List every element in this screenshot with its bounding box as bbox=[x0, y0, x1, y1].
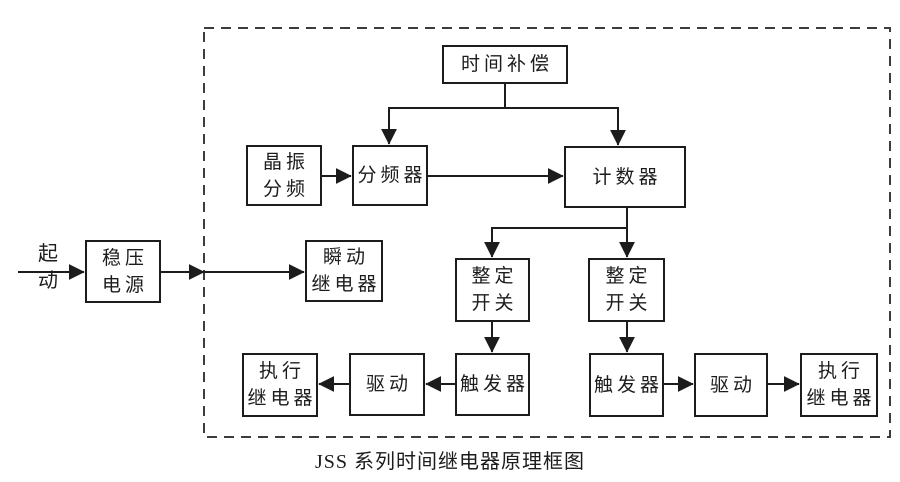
node-label: 继电器 bbox=[806, 388, 876, 409]
node-label: 整定 bbox=[605, 266, 652, 287]
node-setting-switch-left: 整定 开关 bbox=[455, 258, 530, 322]
start-input-label: 起 动 bbox=[24, 241, 72, 295]
node-label: 执行 bbox=[817, 361, 864, 382]
node-label: 驱动 bbox=[709, 374, 756, 396]
start-label-line: 动 bbox=[38, 270, 58, 292]
node-trigger-right: 触发器 bbox=[589, 353, 664, 417]
node-driver-right: 驱动 bbox=[694, 353, 768, 417]
node-frequency-divider: 分频器 bbox=[352, 145, 428, 206]
node-label: 开关 bbox=[605, 293, 652, 314]
node-label: 驱动 bbox=[365, 374, 412, 395]
node-label: 计数器 bbox=[592, 166, 662, 188]
node-label: 触发器 bbox=[460, 374, 530, 395]
node-driver-left: 驱动 bbox=[349, 353, 425, 416]
node-label: 晶振 bbox=[262, 151, 309, 173]
node-label: 开关 bbox=[471, 293, 518, 314]
node-executive-relay-left: 执行 继电器 bbox=[242, 353, 318, 417]
node-time-compensation: 时间补偿 bbox=[442, 45, 568, 84]
node-trigger-left: 触发器 bbox=[455, 353, 530, 416]
node-label: 整定 bbox=[471, 266, 518, 287]
start-label-line: 起 bbox=[38, 243, 58, 265]
node-label: 分频 bbox=[262, 178, 309, 200]
node-setting-switch-right: 整定 开关 bbox=[588, 258, 665, 322]
node-label: 继电器 bbox=[247, 388, 317, 409]
node-label: 触发器 bbox=[594, 374, 664, 396]
node-executive-relay-right: 执行 继电器 bbox=[800, 353, 878, 417]
node-counter: 计数器 bbox=[564, 146, 686, 208]
node-label: 稳压 bbox=[101, 247, 148, 269]
dashed-boundary bbox=[203, 27, 891, 438]
node-label: 电源 bbox=[101, 274, 148, 296]
node-label: 瞬动 bbox=[322, 247, 369, 268]
node-crystal-oscillator-divider: 晶振 分频 bbox=[246, 145, 322, 206]
node-label: 分频器 bbox=[357, 165, 427, 186]
node-label: 执行 bbox=[258, 361, 305, 382]
node-instantaneous-relay: 瞬动 继电器 bbox=[305, 240, 383, 302]
diagram-caption: JSS 系列时间继电器原理框图 bbox=[314, 451, 586, 473]
node-label: 时间补偿 bbox=[460, 54, 553, 75]
node-regulated-power-supply: 稳压 电源 bbox=[85, 240, 161, 303]
node-label: 继电器 bbox=[311, 274, 381, 295]
